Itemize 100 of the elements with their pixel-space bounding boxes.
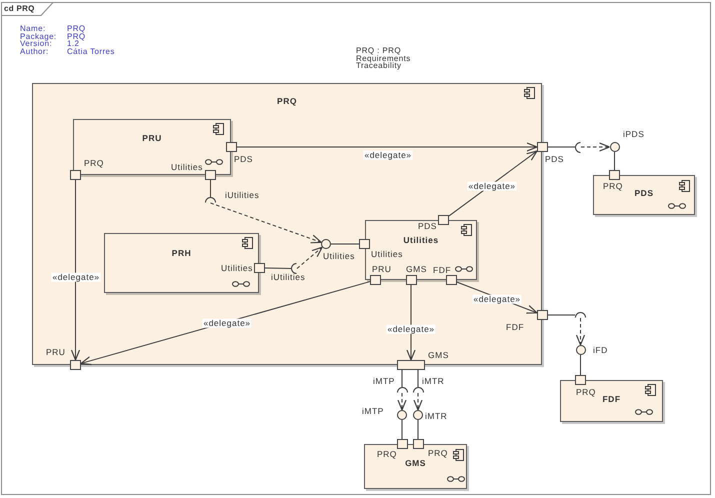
component-title: PDS [634,189,654,198]
property-value: Cátia Torres [67,48,115,56]
port-label: PDS [234,155,253,164]
port-square [370,275,381,285]
edge-label: «delegate» [472,294,522,304]
edge-label: «delegate» [386,324,436,334]
port-square [537,142,548,152]
component-box [365,220,477,280]
component-box [560,380,663,422]
interface-label: iMTR [425,412,448,420]
port-label: PRQ [428,449,448,458]
provided-interface-circle [413,410,423,420]
port-label: GMS [428,351,449,360]
required-interface-socket [396,387,408,393]
port-square [406,275,416,285]
required-interface-socket [412,387,424,393]
interface-label: iMTP [362,407,384,416]
property-value: PRQ [67,32,86,40]
connector-line [614,152,615,170]
port-label: Utilities [221,264,253,272]
component-box [32,83,542,365]
port-square [254,263,265,273]
property-value: 1.2 [67,40,80,48]
edge-label: «delegate» [363,150,413,160]
port-label: PRQ [603,182,623,190]
port-square [412,439,424,449]
component-title: PRU [142,134,162,142]
port-square [226,142,237,152]
port-label: FDF [433,266,452,274]
provided-interface-circle [610,142,620,152]
port-label: PRQ [84,159,104,168]
delegate-arrow [70,180,80,361]
provided-interface-circle [576,345,586,355]
port-square [205,170,216,180]
delegate-arrow [236,142,538,152]
interface-label: iPDS [623,130,644,138]
required-interface-socket [291,263,297,274]
component-box [73,119,231,175]
component-box [593,175,695,215]
port-label: PRU [46,348,66,356]
property-name: Version: [20,40,52,48]
port-label: FDF [506,323,524,332]
interface-label: iUtilities [225,191,260,200]
property-name: Author: [20,48,49,56]
note-text: PRQ : PRQ Requirements Traceability [356,47,412,70]
interface-label: iMTR [422,377,444,386]
edge-label: «delegate» [51,272,101,282]
property-name: Name: [20,25,46,33]
connector-line [548,146,576,148]
connector-line [580,354,581,376]
port-square [537,310,548,320]
component-box [364,444,467,489]
dependency-arrow [576,318,586,346]
port-square [397,360,425,370]
connector-line [264,268,292,269]
component-title: GMS [405,459,426,468]
interface-label: Utilities [323,252,355,260]
connector-line [548,314,576,316]
required-interface-socket [575,142,581,152]
component-title: FDF [602,395,621,404]
port-square [446,275,457,285]
delegate-arrow [406,284,416,361]
port-square [575,375,586,385]
interface-label: iMTP [373,377,395,386]
port-square [438,215,449,225]
property-name: Package: [20,32,57,40]
dependency-arrow [397,392,407,411]
port-label: Utilities [171,163,203,172]
port-label: PDS [418,222,437,230]
port-square [609,170,620,180]
interface-label: iUtilities [271,273,306,282]
required-interface-socket [575,312,586,318]
dependency-arrow [296,246,323,269]
port-label: PDS [545,155,564,164]
dependency-arrow [210,202,322,244]
port-label: PRQ [576,388,596,396]
port-label: GMS [406,265,427,274]
component-title: PRQ [277,97,297,106]
interface-label: iFD [593,346,608,354]
port-label: PRQ [377,450,397,458]
dependency-arrow [580,142,610,152]
component-box [104,233,259,293]
component-title: PRH [172,249,192,258]
edge-label: «delegate» [467,182,517,190]
property-value: PRQ [67,25,86,33]
required-interface-socket [205,197,216,203]
component-title: Utilities [403,236,439,244]
dependency-arrow [413,392,423,411]
port-square [396,439,408,449]
port-square [359,239,370,249]
port-square [70,170,81,180]
diagram-title: cd PRQ [4,5,35,13]
provided-interface-circle [321,239,331,249]
connector-line [210,180,211,198]
port-label: Utilities [371,250,403,258]
edge-label: «delegate» [202,318,252,328]
port-square [70,360,81,370]
port-label: PRU [372,265,392,274]
delegate-arrow [80,281,370,366]
provided-interface-circle [397,410,407,420]
